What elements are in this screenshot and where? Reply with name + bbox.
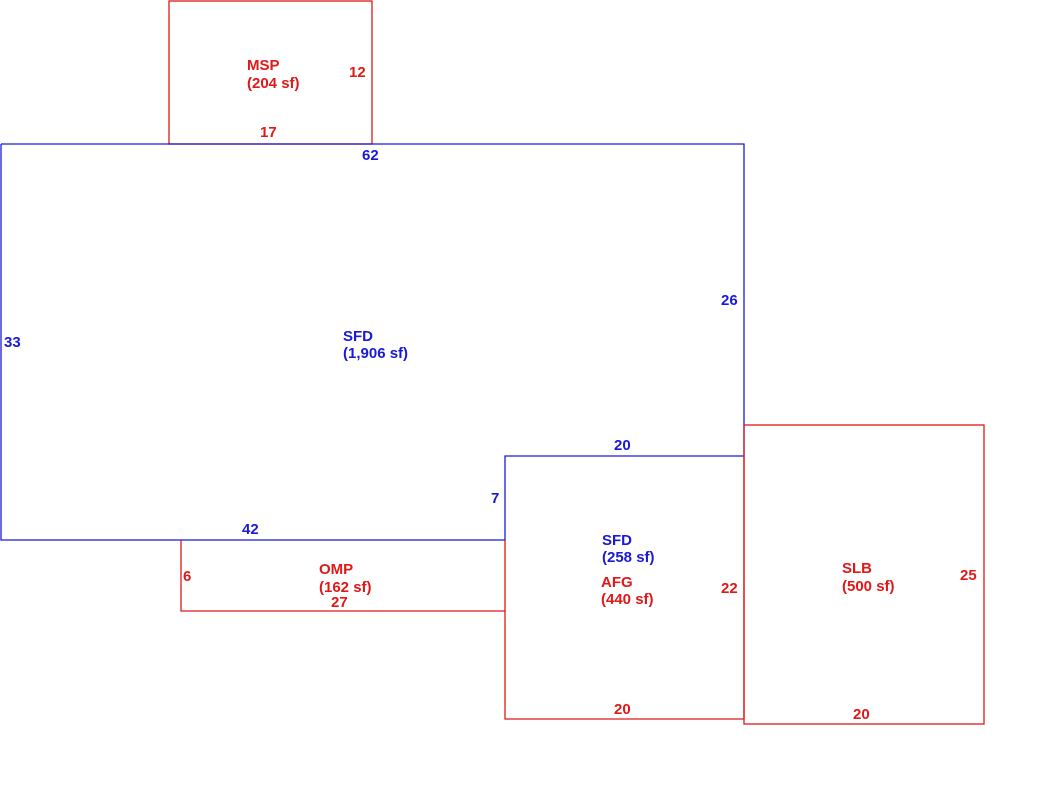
dim-afg-bottom: 20: [614, 701, 631, 718]
sfd-main-area-label: (1,906 sf): [343, 345, 408, 362]
dim-sfd-right: 26: [721, 292, 738, 309]
dim-msp-bottom: 17: [260, 124, 277, 141]
sfd-main-code-label: SFD: [343, 328, 373, 345]
msp-code-label: MSP: [247, 57, 280, 74]
sfd-main-outline[interactable]: [0, 143, 745, 541]
afg-area-label: (440 sf): [601, 591, 654, 608]
dim-sfd-notch-side: 7: [491, 490, 499, 507]
dim-omp-side: 6: [183, 568, 191, 585]
omp-area-label: (162 sf): [319, 579, 372, 596]
slb-code-label: SLB: [842, 560, 872, 577]
dim-omp-bottom: 27: [331, 594, 348, 611]
sfd-garage-area-label: (258 sf): [602, 549, 655, 566]
dim-sfd-top: 62: [362, 147, 379, 164]
afg-outline[interactable]: [504, 540, 744, 720]
dim-afg-right: 22: [721, 580, 738, 597]
dim-msp-side: 12: [349, 64, 366, 81]
dim-slb-right: 25: [960, 567, 977, 584]
dim-afg-top: 20: [614, 437, 631, 454]
slb-area-label: (500 sf): [842, 578, 895, 595]
dim-sfd-left: 33: [4, 334, 21, 351]
omp-outline[interactable]: [180, 540, 505, 612]
afg-code-label: AFG: [601, 574, 633, 591]
sfd-garage-code-label: SFD: [602, 532, 632, 549]
omp-code-label: OMP: [319, 561, 353, 578]
msp-area-label: (204 sf): [247, 75, 300, 92]
dim-sfd-bottom: 42: [242, 521, 259, 538]
dim-slb-bottom: 20: [853, 706, 870, 723]
